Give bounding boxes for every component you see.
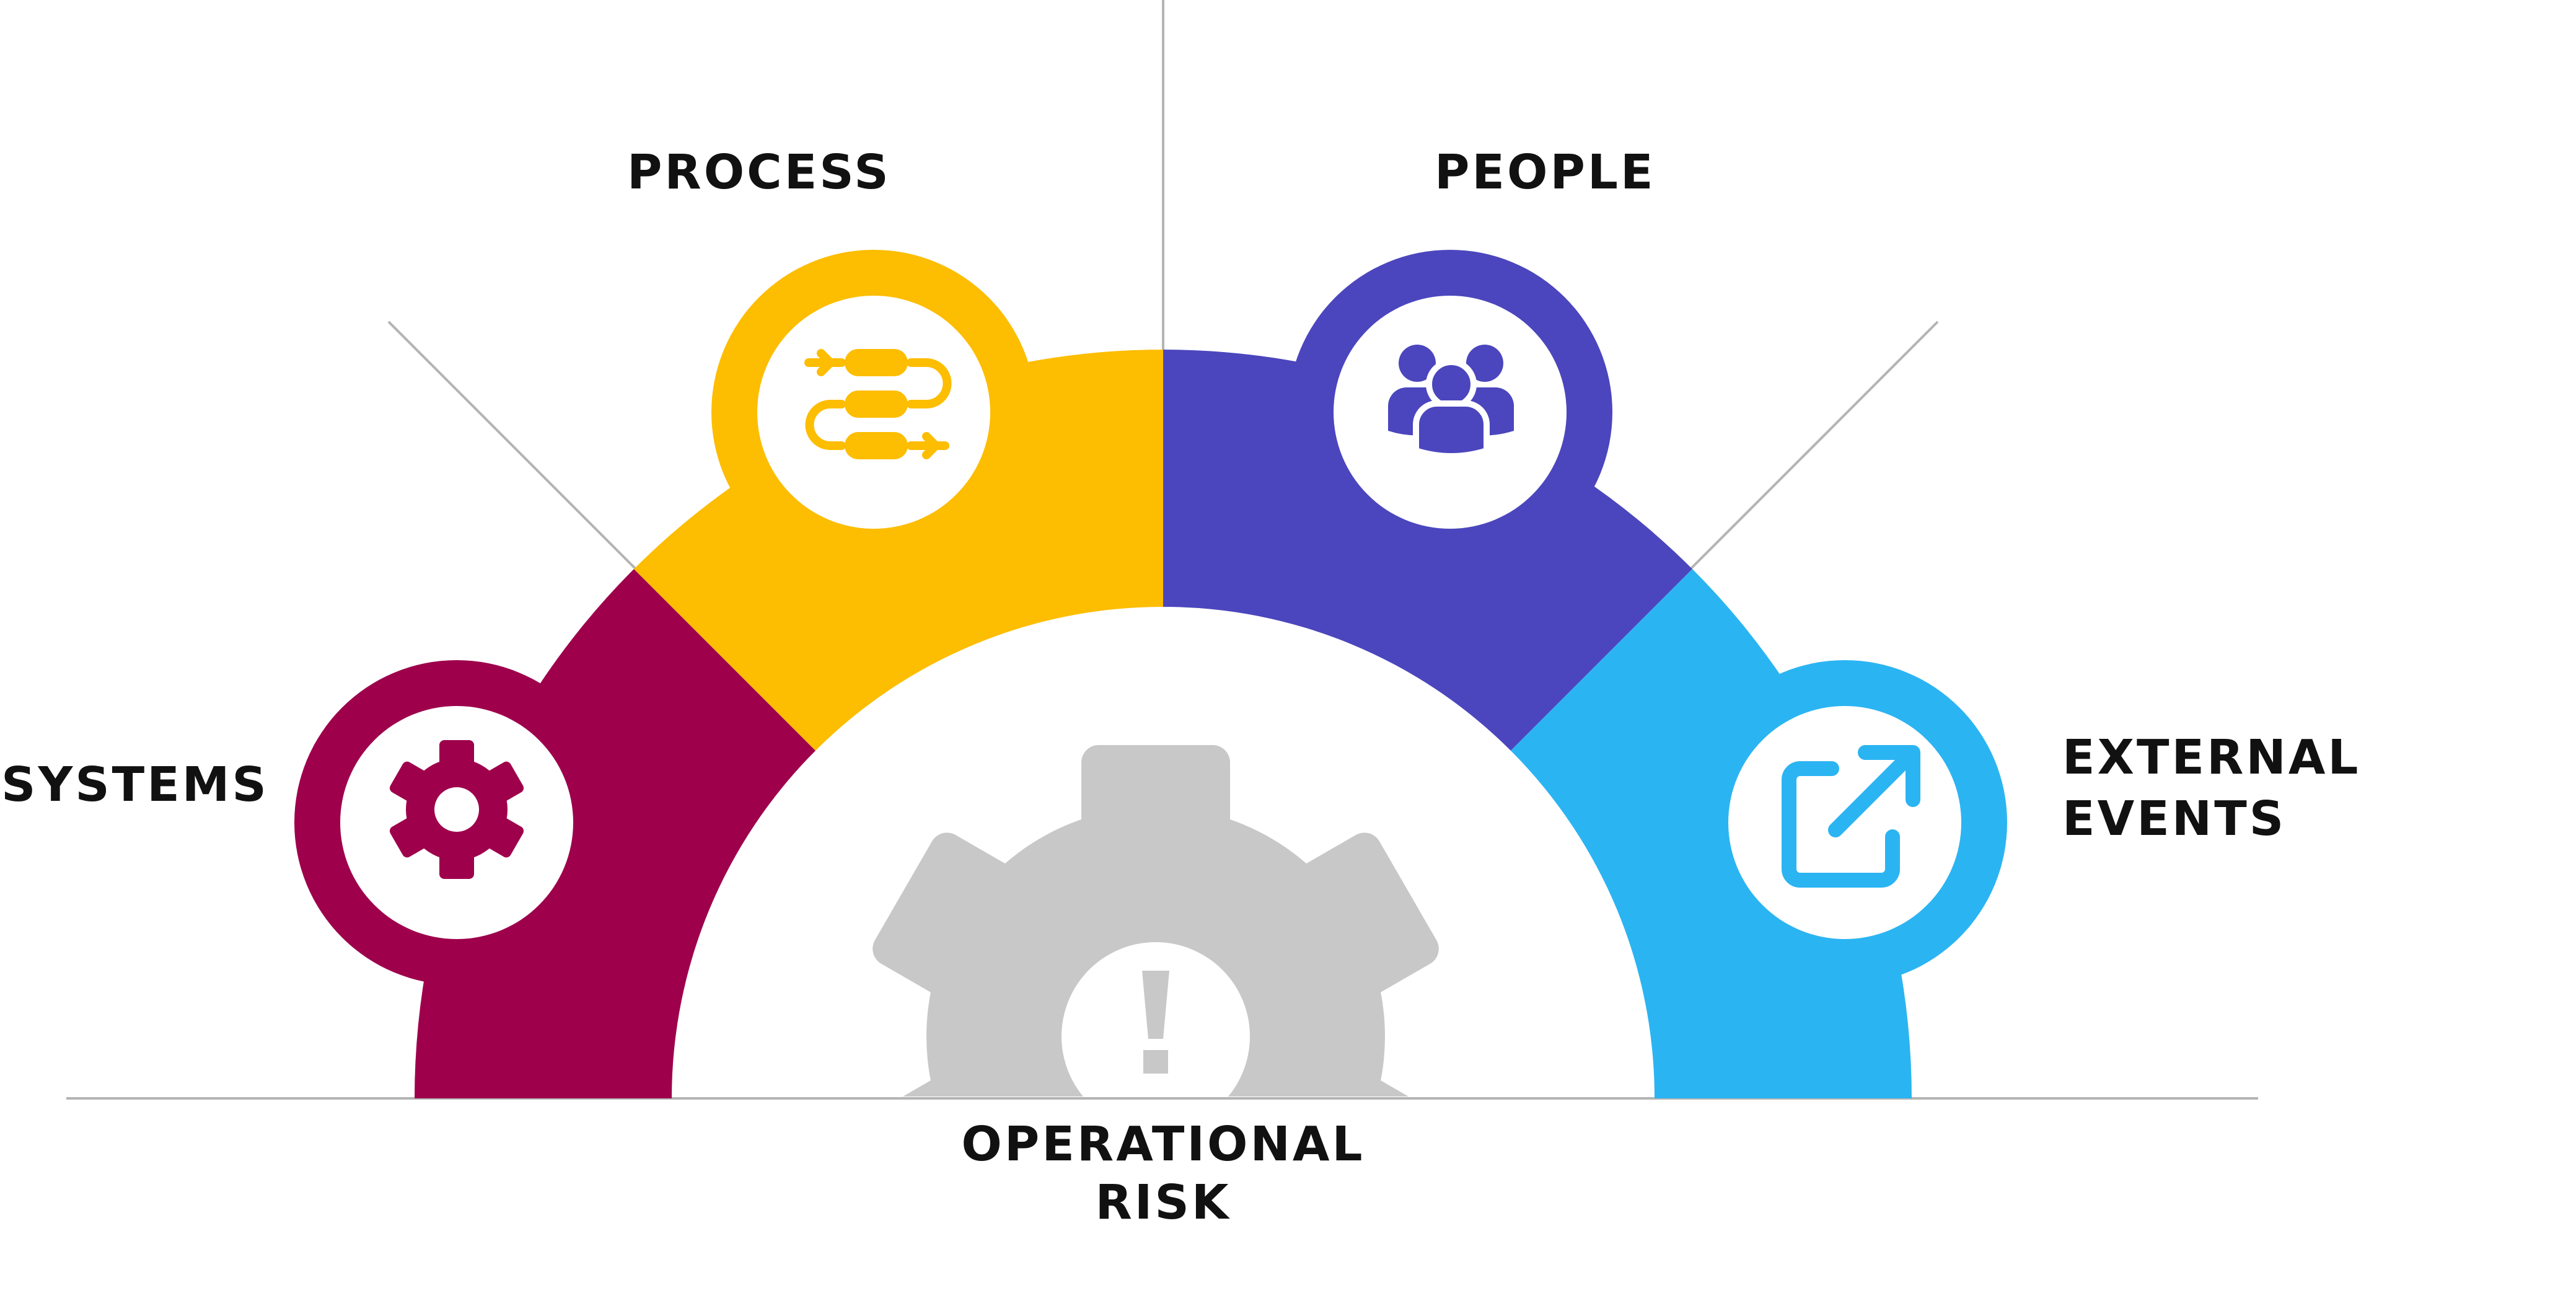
systems-label: SYSTEMS xyxy=(1,757,269,813)
process-label: PROCESS xyxy=(627,145,891,200)
process-node xyxy=(711,250,1036,575)
systems-node xyxy=(294,660,619,985)
right-diagonal-divider xyxy=(1687,320,1939,573)
people-node xyxy=(1288,250,1612,575)
external-events-label-line1: EXTERNAL xyxy=(2062,730,2360,785)
external-events-label-line2: EVENTS xyxy=(2062,792,2286,847)
process-flow-icon xyxy=(804,349,952,459)
external-link-icon xyxy=(1782,745,1920,888)
center-label-line2: RISK xyxy=(1095,1175,1231,1230)
people-group-icon xyxy=(1388,345,1514,459)
exclamation-mark xyxy=(1142,971,1169,1039)
external-events-node xyxy=(1682,660,2007,985)
people-label: PEOPLE xyxy=(1435,145,1656,200)
gear-warning-icon xyxy=(873,745,1439,1097)
center-label-line1: OPERATIONAL xyxy=(961,1117,1365,1172)
left-diagonal-divider xyxy=(387,320,640,573)
gear-icon xyxy=(389,740,524,879)
